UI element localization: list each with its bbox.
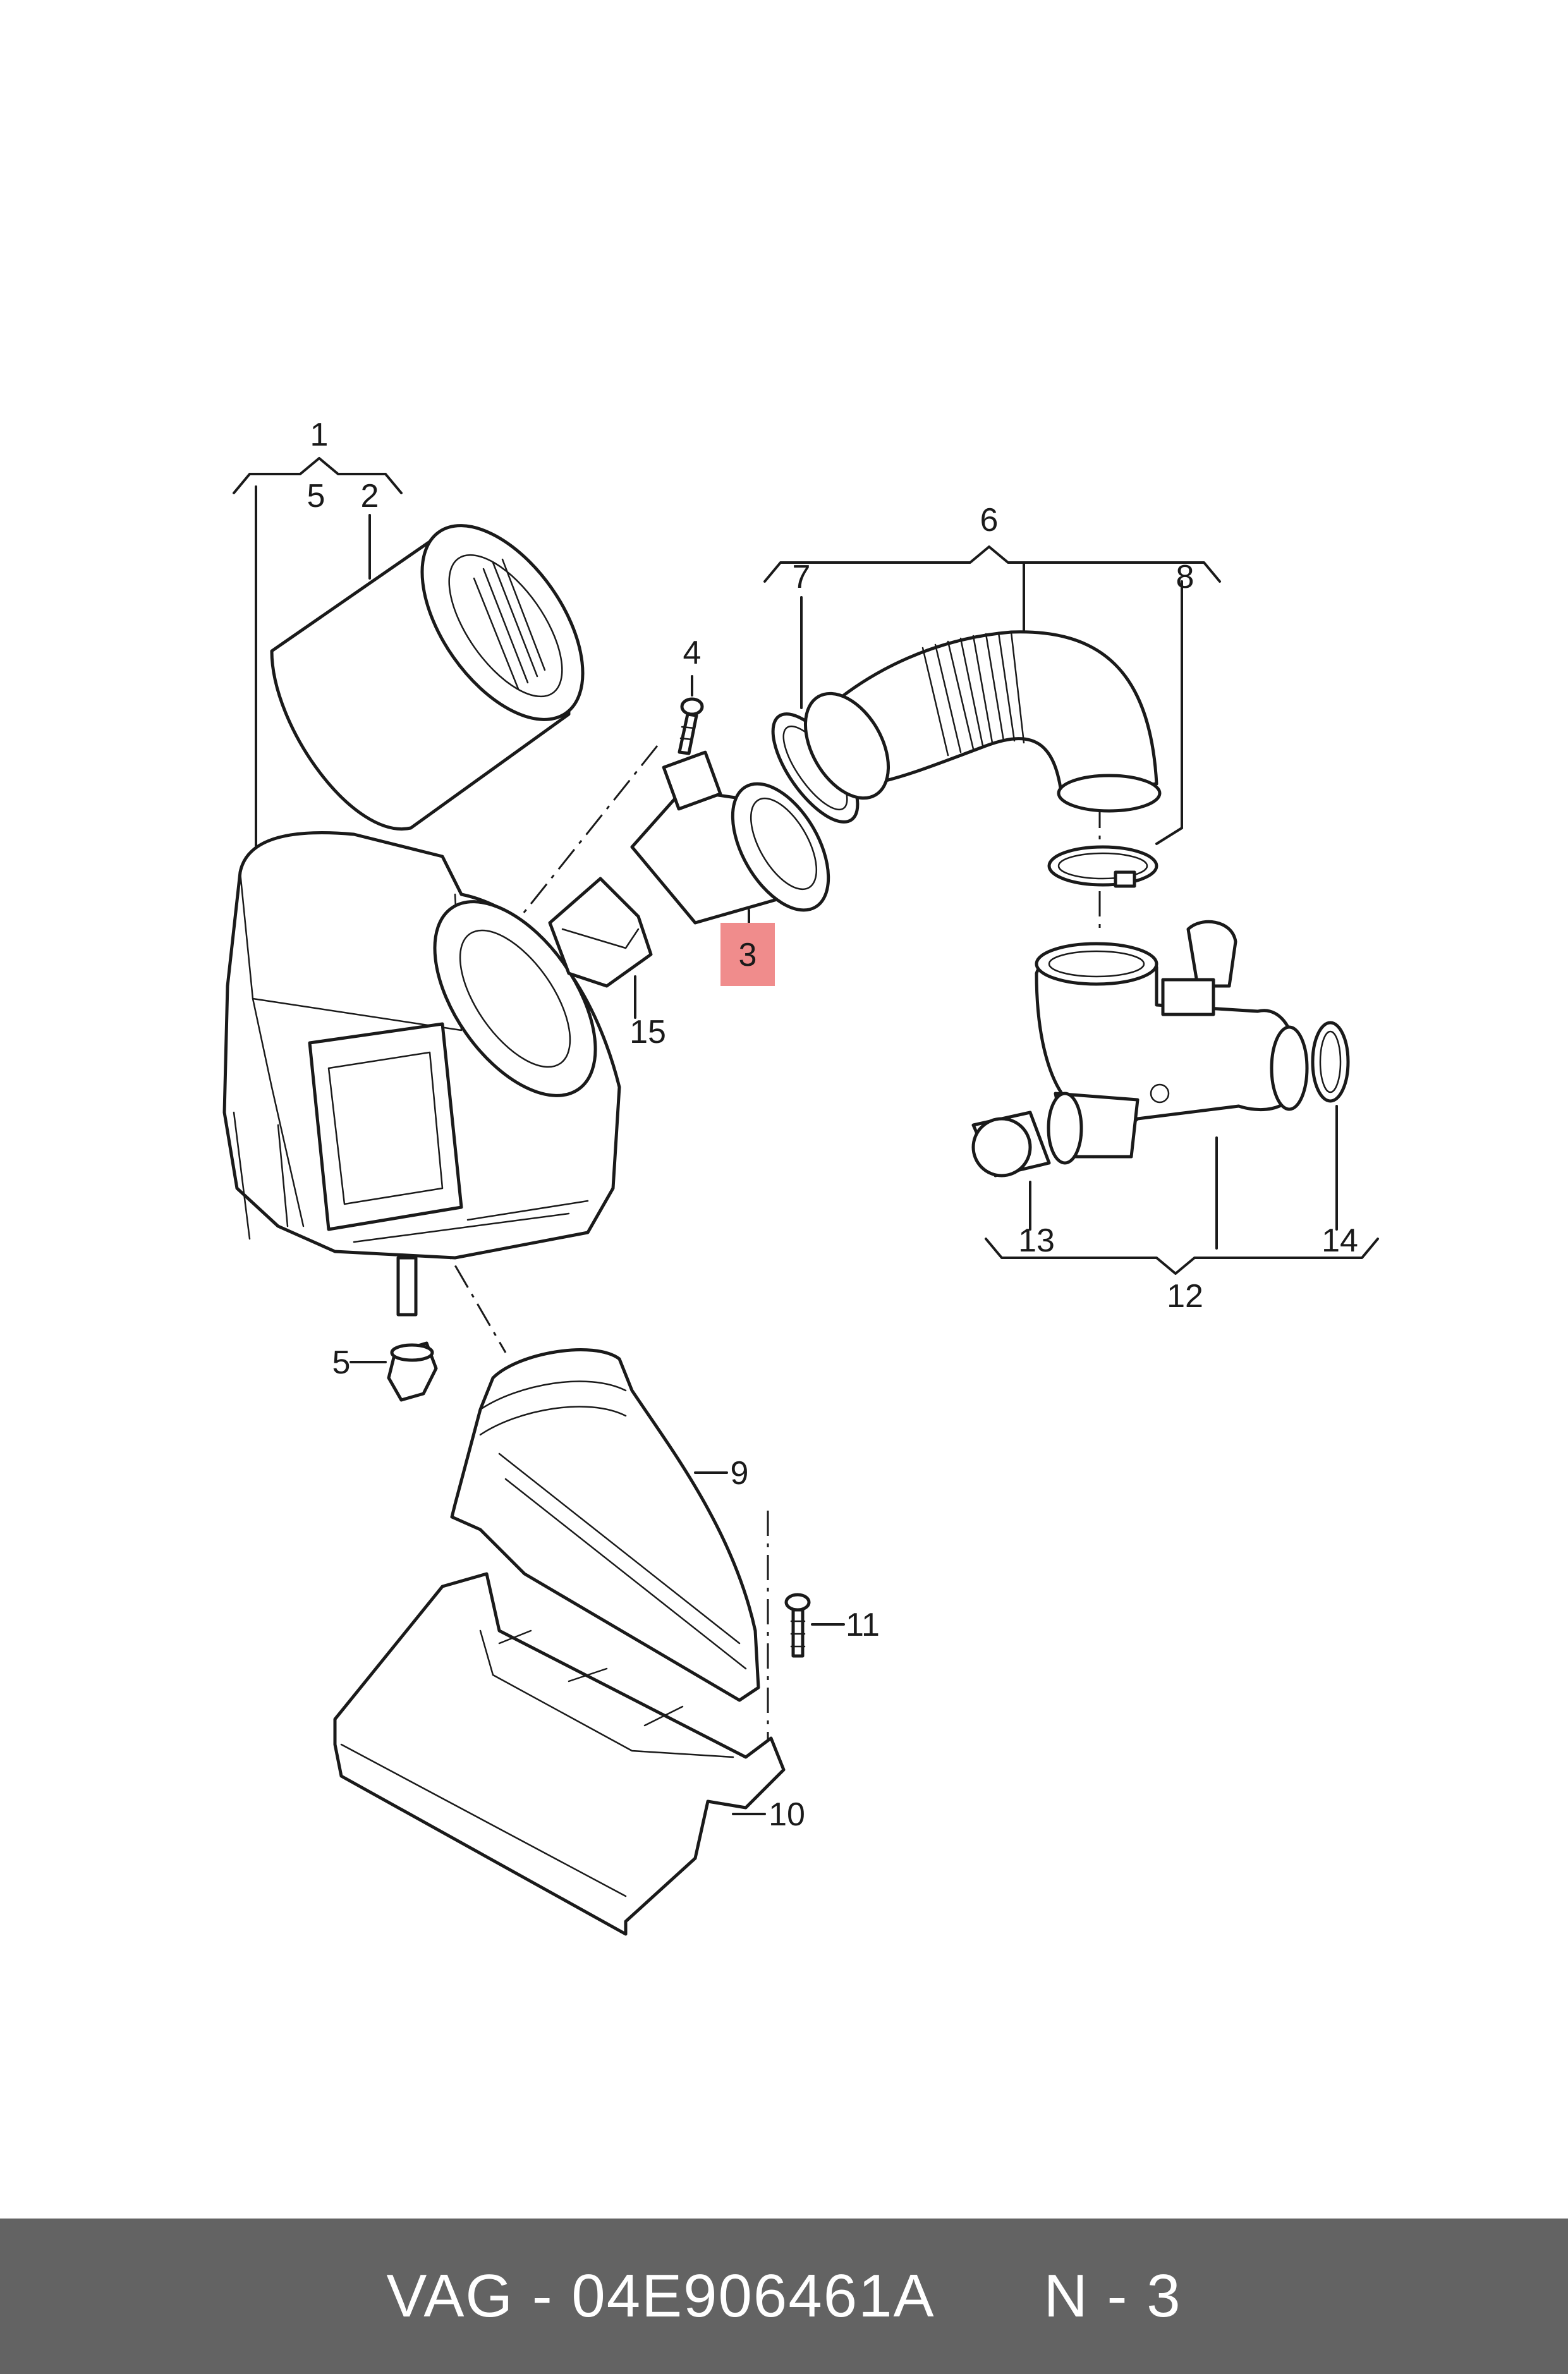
callout-7: 7	[793, 559, 811, 595]
air-mass-meter	[630, 750, 830, 937]
callout-2: 2	[361, 478, 379, 514]
callout-1: 1	[310, 417, 329, 453]
callout-4: 4	[683, 635, 702, 671]
grommet-clip	[548, 877, 653, 1019]
exploded-parts-diagram: 1 5 2 4 3 15 6 7 8 13 14 12 5 9 11 10	[222, 417, 1379, 1936]
hose-clamp	[1047, 845, 1158, 888]
leader-8b	[1155, 827, 1183, 845]
callout-5-bottom: 5	[332, 1344, 351, 1381]
bracket-group-1	[233, 457, 403, 848]
air-filter-housing	[222, 831, 621, 1317]
footer-part-number: 04E906461A	[571, 2262, 935, 2330]
footer-brand: VAG	[386, 2262, 514, 2330]
callout-10: 10	[769, 1796, 805, 1833]
callout-12: 12	[1167, 1278, 1203, 1315]
callout-14: 14	[1322, 1222, 1358, 1259]
callout-6: 6	[980, 502, 999, 539]
intake-hose	[803, 630, 1162, 813]
air-intake-duct	[450, 1348, 760, 1702]
axis-line-sensor	[504, 745, 659, 936]
callout-11: 11	[846, 1607, 880, 1643]
callout-9: 9	[731, 1455, 749, 1492]
bracket-group-6	[763, 545, 1221, 583]
callout-13: 13	[1018, 1222, 1055, 1259]
footer-separator: -	[532, 2262, 554, 2330]
screw-small	[678, 675, 704, 755]
pipe-sleeve	[971, 1111, 1218, 1250]
screw-large	[784, 1593, 845, 1658]
part-number-footer: VAG - 04E906461A N - 3	[0, 2219, 1568, 2374]
callout-3: 3	[739, 937, 757, 973]
callout-5-top: 5	[307, 478, 325, 514]
footer-position-label: N - 3	[1043, 2262, 1182, 2330]
rubber-mount	[349, 1341, 438, 1402]
air-filter-element	[270, 514, 585, 831]
bracket-group-12	[985, 1238, 1379, 1275]
callout-8: 8	[1176, 559, 1194, 595]
o-ring	[1311, 1021, 1350, 1231]
callout-15: 15	[629, 1014, 666, 1050]
callout-highlight	[720, 923, 775, 986]
intake-pipe-assembly	[1035, 920, 1309, 1165]
lower-air-guide	[333, 1572, 786, 1936]
